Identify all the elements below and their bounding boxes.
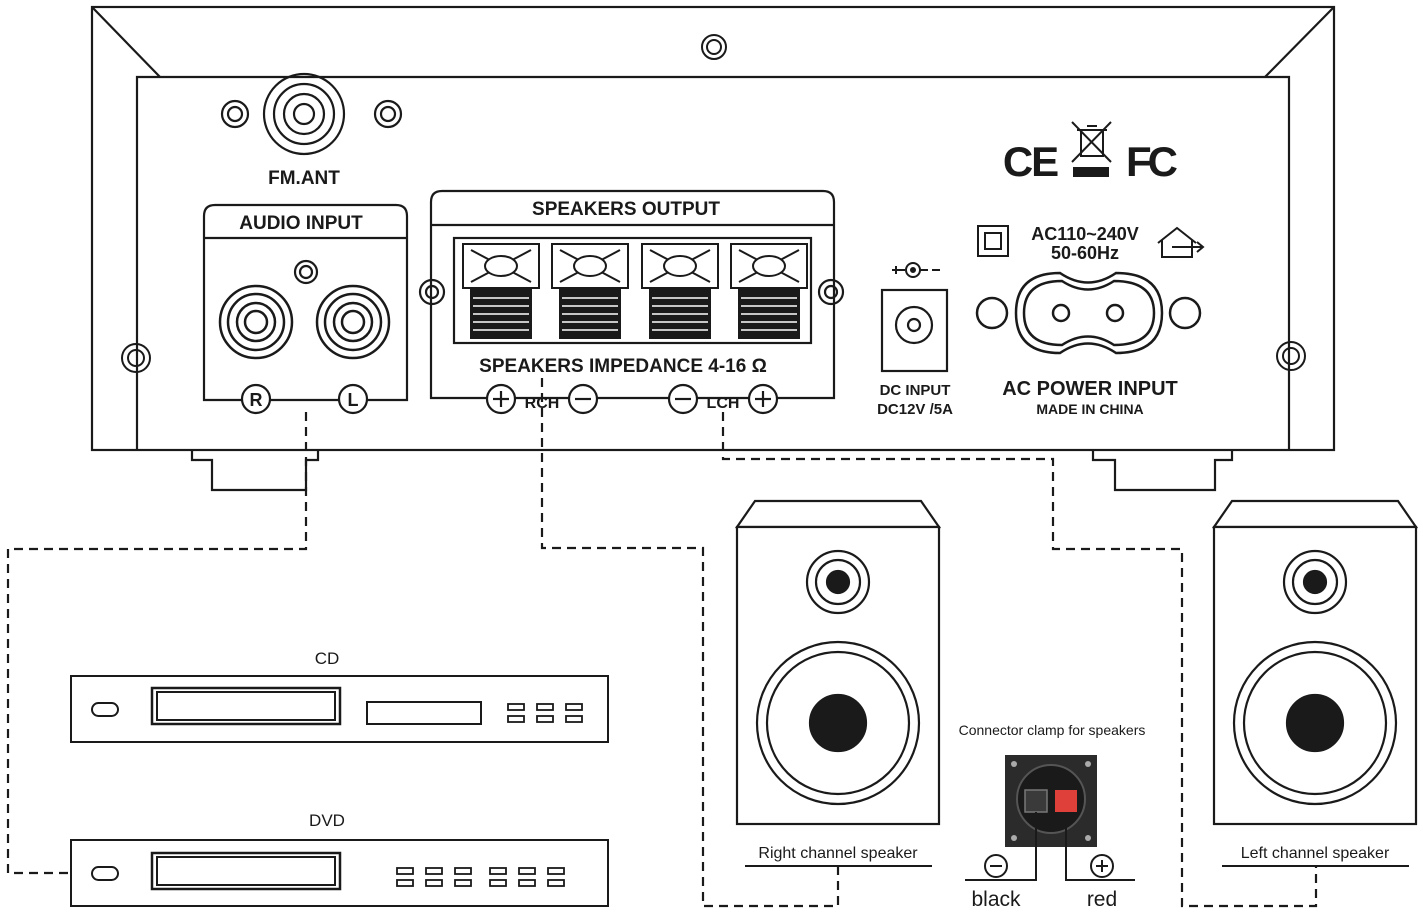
dc-input-label: DC INPUT <box>880 382 951 399</box>
indoor-use-icon <box>1157 226 1205 258</box>
ac-voltage-label: AC110~240V <box>1031 224 1139 244</box>
lch-plus-icon <box>747 383 779 415</box>
tweeter-icon <box>1282 549 1348 615</box>
connection-lines <box>6 378 1318 908</box>
red-label: red <box>1087 888 1117 911</box>
speaker-terminal[interactable] <box>551 243 629 339</box>
weee-bin-icon <box>1071 121 1112 177</box>
rca-jack-right[interactable] <box>218 284 294 360</box>
black-label: black <box>971 888 1021 911</box>
speaker-terminal[interactable] <box>641 243 719 339</box>
ac-power-socket[interactable] <box>975 271 1202 355</box>
screw-icon <box>121 343 151 373</box>
double-insulation-icon <box>977 225 1009 257</box>
dc-spec-label: DC12V /5A <box>877 401 953 418</box>
cd-label: CD <box>315 649 340 668</box>
ce-mark: CE <box>1003 138 1058 185</box>
screw-icon <box>1276 341 1306 371</box>
dvd-label: DVD <box>309 811 345 830</box>
right-speaker-label: Right channel speaker <box>758 845 918 862</box>
fm-ant-label: FM.ANT <box>268 168 340 189</box>
woofer-icon <box>755 640 921 806</box>
tweeter-icon <box>805 549 871 615</box>
screw-icon <box>701 34 727 60</box>
dc-polarity-icon <box>892 262 940 278</box>
audio-input-title: AUDIO INPUT <box>239 213 363 234</box>
lch-minus-icon <box>667 383 699 415</box>
clamp-leader-lines <box>965 812 1135 881</box>
speakers-output-panel <box>418 189 845 400</box>
woofer-icon <box>1232 640 1398 806</box>
audio-input-panel <box>202 203 409 402</box>
rca-jack-left[interactable] <box>315 284 391 360</box>
clamp-caption: Connector clamp for speakers <box>959 722 1146 738</box>
rch-minus-icon <box>567 383 599 415</box>
jack-l-label: L <box>348 390 359 410</box>
right-channel-speaker <box>734 499 942 826</box>
made-in-label: MADE IN CHINA <box>1036 401 1143 417</box>
lch-label: LCH <box>707 395 740 412</box>
rch-label: RCH <box>525 395 560 412</box>
speaker-connector-clamp <box>1005 755 1097 847</box>
speaker-terminal[interactable] <box>730 243 808 339</box>
left-speaker-label: Left channel speaker <box>1241 845 1390 862</box>
fc-mark: FC <box>1126 138 1178 185</box>
red-plus-icon <box>1090 854 1114 878</box>
rch-plus-icon <box>485 383 517 415</box>
dvd-player <box>70 839 609 907</box>
cd-player <box>70 675 609 743</box>
dc-input-jack[interactable] <box>880 288 949 373</box>
speakers-output-title: SPEAKERS OUTPUT <box>532 199 720 220</box>
black-minus-icon <box>984 854 1008 878</box>
left-channel-speaker <box>1211 499 1419 826</box>
jack-r-label: R <box>250 390 263 410</box>
ac-frequency-label: 50-60Hz <box>1051 243 1119 263</box>
speakers-impedance-label: SPEAKERS IMPEDANCE 4-16 Ω <box>479 356 767 377</box>
fm-antenna-jack[interactable] <box>220 72 403 156</box>
l-badge <box>337 383 369 415</box>
r-badge <box>240 383 272 415</box>
ac-power-input-label: AC POWER INPUT <box>1002 378 1178 400</box>
speaker-terminal[interactable] <box>462 243 540 339</box>
amplifier-back-panel <box>90 5 1336 492</box>
